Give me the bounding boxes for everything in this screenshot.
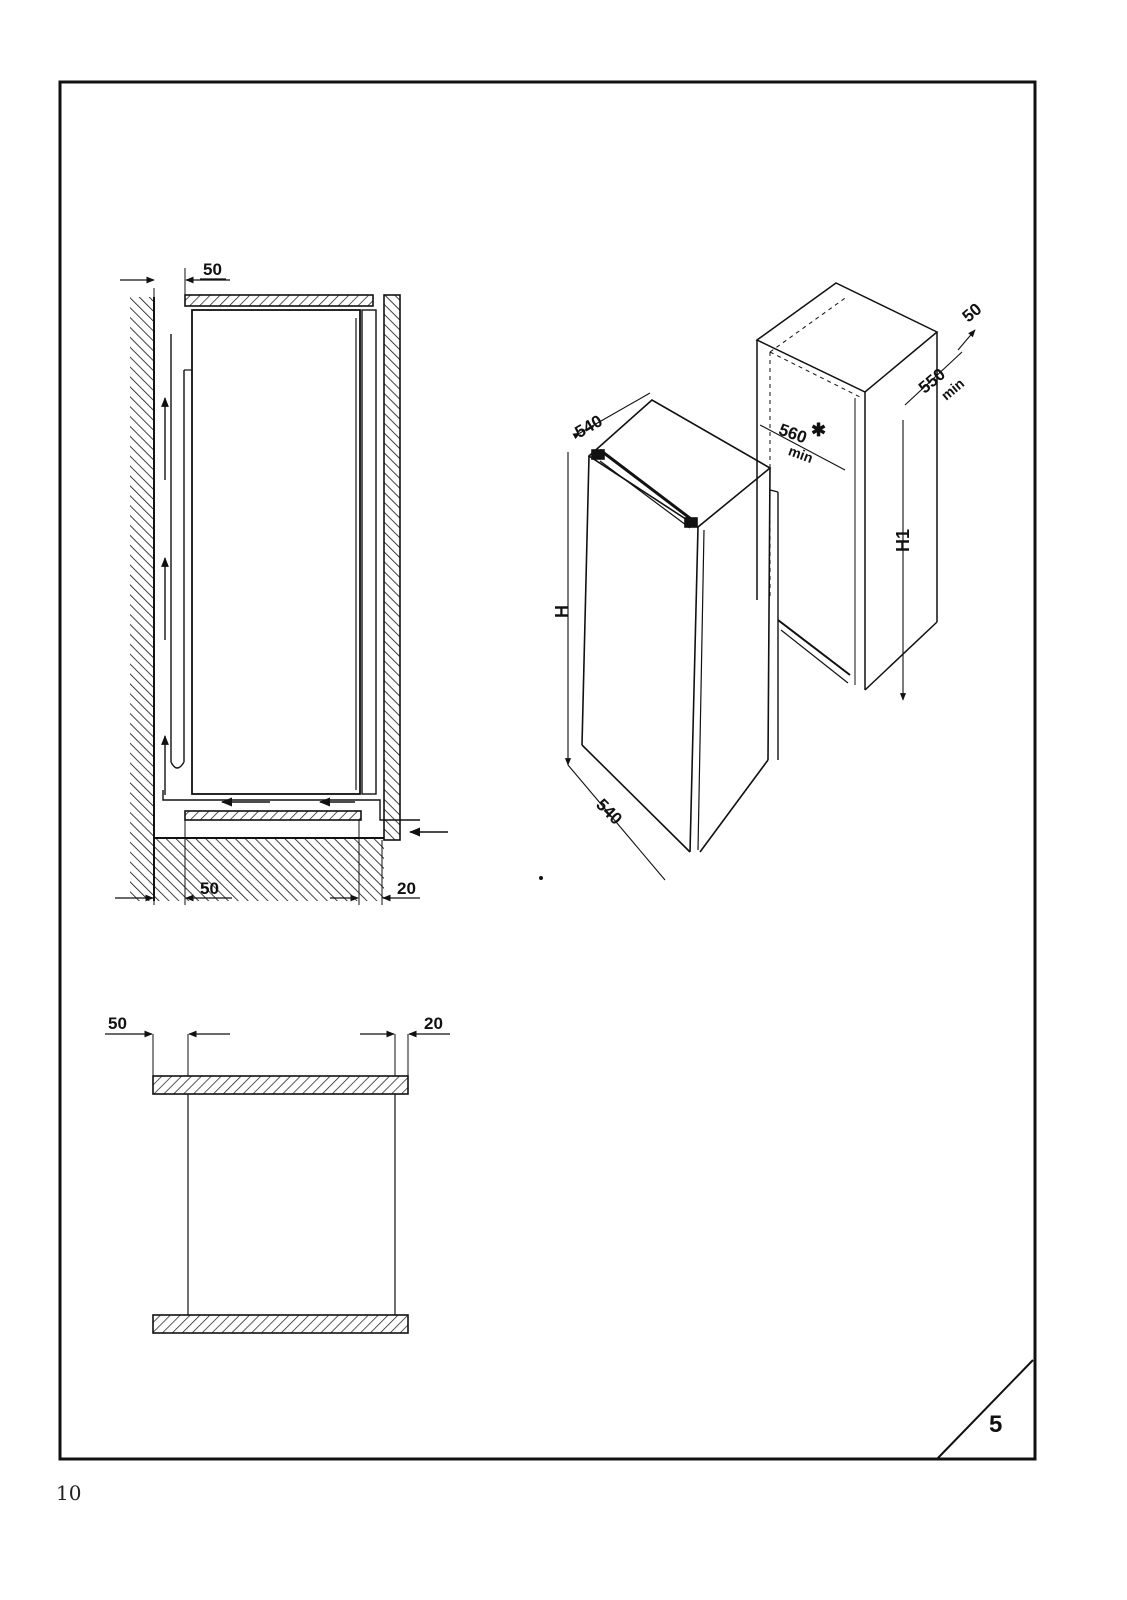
appliance-iso: [582, 400, 778, 852]
niche-rear-gap-label: 50: [959, 299, 986, 326]
appliance-width-label: 540: [572, 411, 606, 442]
top-view-rear-gap-label: 50: [108, 1014, 127, 1033]
appliance-height-label: H: [552, 605, 572, 618]
figure-corner-line: [937, 1360, 1033, 1459]
page-number: 10: [56, 1481, 81, 1505]
rear-wall-hatch: [130, 297, 154, 901]
niche-width-star: ✱: [811, 420, 826, 440]
side-bottom-rear-gap-label: 50: [200, 879, 219, 898]
appliance-door: [362, 310, 376, 794]
appliance-body: [192, 310, 360, 794]
page-frame: [60, 82, 1035, 1459]
isometric-view-section: 540 H 540 560 ✱ min H1 550 min 50: [552, 283, 985, 880]
stray-mark: [539, 876, 543, 880]
side-view-section: 50 50 20: [115, 260, 448, 905]
side-bottom-front-gap-label: 20: [397, 879, 416, 898]
niche-height-label: H1: [893, 529, 913, 552]
top-shelf: [185, 295, 373, 306]
niche-width-min-label: min: [786, 442, 815, 466]
top-view-lower-board: [153, 1315, 408, 1333]
niche-cabinet: [757, 283, 937, 690]
top-view-front-gap-label: 20: [424, 1014, 443, 1033]
side-top-gap-label: 50: [203, 260, 222, 279]
figure-number: 5: [989, 1411, 1002, 1438]
top-view-section: 50 20: [105, 1014, 450, 1333]
floor-hatch: [154, 838, 384, 901]
top-view-upper-board: [153, 1076, 408, 1094]
front-panel-hatch: [384, 295, 400, 840]
bottom-shelf: [185, 811, 361, 820]
condenser-coil: [171, 334, 184, 768]
